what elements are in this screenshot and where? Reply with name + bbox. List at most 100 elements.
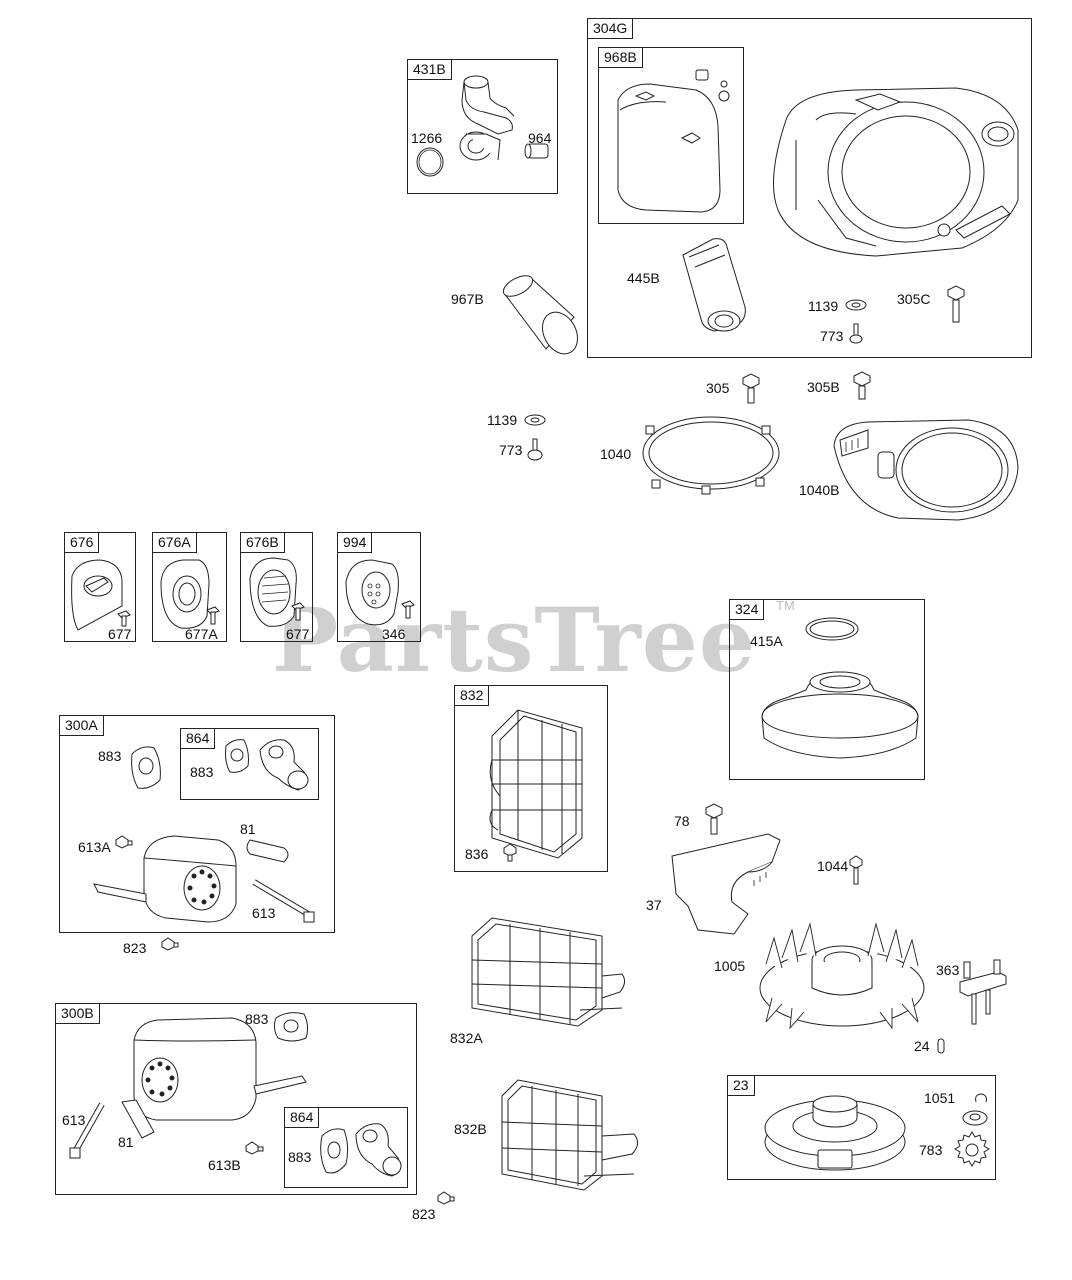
shroud-cover-968B [606,70,736,218]
exhaust-flange-864 [254,734,314,792]
box-tag-676A: 676A [152,532,197,553]
callout-445B: 445B [627,270,660,286]
muffler-guard-676 [68,556,132,632]
callout-1044: 1044 [817,858,849,874]
callout-24: 24 [914,1038,930,1054]
wire-guard-832A [462,912,630,1030]
rod-613-upper [250,878,316,924]
screw-823-lower [436,1192,454,1210]
screw-613A [114,836,132,854]
gasket-883-in-864-lower [318,1124,350,1178]
air-filter-445B [675,237,755,333]
pre-cleaner-967B [498,275,580,355]
callout-967B: 967B [451,291,484,307]
callout-677-box676: 677 [108,626,132,642]
wire-guard-832 [482,700,600,860]
box-431B: 431B [407,59,558,194]
callout-836: 836 [465,846,489,862]
washer-1139-lower [523,413,547,427]
callout-1139-lower: 1139 [487,412,518,428]
bolt-305 [741,374,761,404]
box-864-lower: 864 [284,1107,408,1188]
box-tag-864-lower: 864 [284,1107,320,1128]
box-tag-431B: 431B [407,59,452,80]
callout-305B: 305B [807,379,840,395]
deflector-81-lower [116,1098,160,1142]
callout-613-upper: 613 [252,905,276,921]
exhaust-flange-864-lower [350,1118,406,1180]
screw-823-upper [160,938,178,956]
callout-883-300B: 883 [245,1011,269,1027]
box-tag-304G: 304G [587,18,634,39]
callout-305: 305 [706,380,730,396]
box-676B: 676B [240,532,313,642]
screw-1044 [848,856,864,886]
callout-1040B: 1040B [799,482,840,498]
box-tag-832: 832 [454,685,490,706]
gasket-ring-1266 [412,145,452,181]
box-968B: 968B [598,47,744,224]
box-tag-676: 676 [64,532,100,553]
gasket-883-in-864 [222,736,252,776]
flywheel-23 [760,1090,910,1174]
muffler-guard-676B [244,552,310,632]
box-324: 324 [729,599,925,780]
box-994: 994 [337,532,421,642]
ring-1040 [638,412,784,494]
callout-81-upper: 81 [240,821,256,837]
box-tag-300B: 300B [55,1003,100,1024]
callout-613-lower: 613 [62,1112,86,1128]
box-832: 832 [454,685,608,872]
callout-363: 363 [936,962,960,978]
box-tag-324: 324 [729,599,765,620]
callout-613A: 613A [78,839,111,855]
washer-1139-upper [844,298,868,312]
bolt-305B [852,372,872,400]
bolt-78 [704,804,724,836]
callout-613B: 613B [208,1157,241,1173]
callout-1040: 1040 [600,446,632,462]
box-tag-676B: 676B [240,532,285,553]
air-cleaner-base-324 [760,660,920,770]
box-tag-864-upper: 864 [180,728,216,749]
gasket-883-300B [272,1008,312,1044]
callout-883-864-lower: 883 [288,1149,312,1165]
gasket-415A [802,614,862,644]
callout-773-upper: 773 [820,328,844,344]
gasket-883-upper [128,742,164,794]
callout-832A: 832A [450,1030,483,1046]
box-676A: 676A [152,532,227,642]
guard-1040B [828,418,1024,524]
callout-783: 783 [919,1142,943,1158]
air-guide-37 [668,832,786,936]
watermark-trademark: TM [776,598,795,613]
bracket-363 [956,958,1010,1026]
elbow-tube-part [440,72,550,184]
screw-773-upper [848,323,864,345]
box-tag-23: 23 [727,1075,755,1096]
callout-677A: 677A [185,626,218,642]
callout-964: 964 [528,130,552,146]
callout-305C: 305C [897,291,931,307]
muffler-guard-676A [155,554,223,634]
box-864-upper: 864 [180,728,319,800]
muffler-300A [90,830,240,924]
spark-arrestor-994 [340,552,420,632]
callout-823-upper: 823 [123,940,147,956]
callout-1266: 1266 [411,130,443,146]
callout-773-lower: 773 [499,442,523,458]
rod-613-lower [68,1100,108,1160]
box-300A: 300A [59,715,335,933]
callout-415A: 415A [750,633,783,649]
callout-1005: 1005 [714,958,746,974]
callout-883-864-upper: 883 [190,764,214,780]
callout-1139-upper: 1139 [808,298,839,314]
box-676: 676 [64,532,136,642]
clip-1051 [972,1092,990,1106]
deflector-81-upper [246,836,292,866]
callout-346: 346 [382,626,406,642]
box-tag-968B: 968B [598,47,643,68]
screw-773-lower [526,438,544,462]
muffler-300B [128,1016,338,1124]
box-tag-994: 994 [337,532,373,553]
